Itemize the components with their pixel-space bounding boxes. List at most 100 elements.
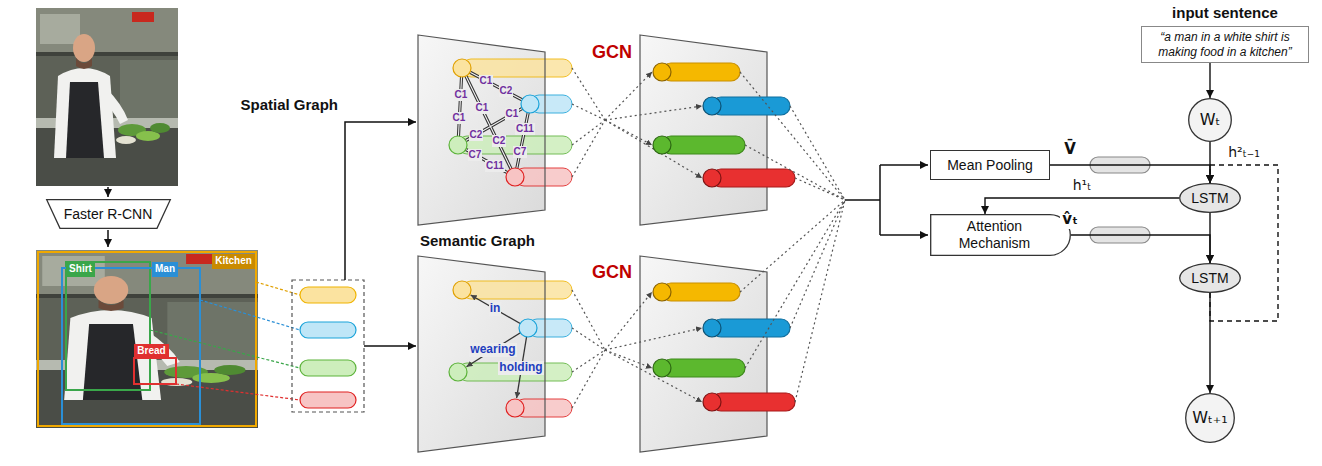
label-anchor: C1 — [452, 112, 467, 124]
graph-vertex — [519, 319, 537, 337]
region-link — [256, 282, 300, 295]
attention-module: Attention Mechanism — [930, 214, 1071, 256]
node-text: Bread — [137, 345, 165, 358]
relation-class: C1 — [505, 108, 520, 120]
relation-class: C7 — [513, 146, 528, 158]
word-circle: Wₜ — [1188, 98, 1232, 142]
region-link — [150, 282, 300, 400]
node-text: Shirt — [69, 263, 92, 276]
relation-class: C2 — [499, 85, 514, 97]
vector-symbol: v̂ₜ — [1060, 211, 1080, 228]
state-symbol: h¹ₜ — [1071, 177, 1094, 193]
refined-feature — [662, 359, 745, 377]
label-anchor: C7 — [513, 146, 528, 158]
flow-arrow — [345, 122, 416, 346]
lstm-cell: LSTM — [1179, 263, 1241, 293]
refined-feature — [712, 319, 790, 337]
merge-flow — [740, 72, 845, 402]
flow-arrow — [107, 230, 109, 247]
module-name: GCN — [590, 262, 634, 283]
object-tag: Shirt — [66, 262, 95, 277]
node-text: Wₜ — [1200, 110, 1221, 129]
label-anchor: C2 — [469, 129, 484, 141]
word-circle: Wₜ₊₁ — [1185, 393, 1235, 443]
semantic-relation — [467, 295, 529, 398]
label-anchor: C1 — [505, 108, 520, 120]
label-anchor: C2 — [499, 85, 514, 97]
node-text: LSTM — [1191, 270, 1228, 287]
flow-arrow — [880, 164, 928, 166]
flow-arrow — [880, 234, 928, 236]
feature-vector — [300, 322, 356, 338]
node-heading: input sentence — [1172, 4, 1278, 24]
relation-class: C11 — [485, 160, 505, 172]
feature-vector — [300, 287, 356, 303]
region-link — [176, 384, 300, 400]
semantic-relation — [471, 295, 528, 328]
refined-feature — [662, 136, 745, 154]
flow-arrow — [845, 165, 880, 235]
gcn-flow — [605, 328, 702, 350]
graph-vertex — [449, 136, 467, 154]
bounding-box — [66, 262, 150, 390]
label-anchor: h¹ₜ — [1071, 177, 1094, 193]
photo-detected — [36, 250, 258, 428]
refined-feature — [703, 393, 721, 411]
sentence-box: input sentence“a man in a white shirt is… — [1141, 26, 1309, 63]
flow-arrow — [845, 165, 928, 235]
refined-feature — [653, 63, 671, 81]
label-anchor: C1 — [475, 102, 490, 114]
context-vector — [1090, 157, 1150, 243]
label-anchor: C11 — [485, 160, 505, 172]
label-anchor: in — [489, 302, 502, 316]
relation-class: C2 — [469, 129, 484, 141]
gcn-flow — [605, 120, 652, 145]
vector-symbol: V̄ — [1062, 141, 1078, 158]
node-text: Kitchen — [215, 255, 252, 268]
refined-feature — [703, 319, 721, 337]
object-tag: Kitchen — [212, 254, 255, 269]
refined-feature — [653, 359, 671, 377]
refined-feature — [653, 283, 671, 301]
label-anchor: GCN — [590, 42, 634, 63]
flow-arrow — [107, 187, 109, 197]
refined-feature — [712, 169, 795, 187]
relation-class: C1 — [454, 89, 469, 101]
flow-arrow — [345, 122, 416, 280]
gcn-flow — [605, 72, 652, 120]
photo-detected — [36, 250, 258, 428]
refined-feature — [703, 169, 721, 187]
region-link — [150, 330, 300, 368]
label-anchor: C7 — [468, 149, 483, 161]
relation-class: C1 — [479, 75, 494, 87]
panel-ground — [640, 35, 767, 225]
panel-ground — [418, 35, 767, 452]
refined-feature — [712, 393, 795, 411]
node-heading: Semantic Graph — [420, 232, 535, 250]
graph-vertex — [506, 399, 524, 417]
connector-arrow — [1209, 213, 1210, 263]
graph-vertex — [449, 363, 467, 381]
gcn-flow — [572, 68, 702, 408]
node-text: Mean Pooling — [947, 157, 1033, 174]
relation-word: wearing — [469, 343, 516, 357]
node-text: LSTM — [1191, 190, 1228, 207]
node-text: Man — [155, 263, 175, 276]
graph-vertex — [453, 281, 471, 299]
region-link — [200, 300, 300, 330]
bounding-box — [38, 252, 256, 426]
gcn-flow — [572, 68, 605, 177]
relation-class: C1 — [475, 102, 490, 114]
flow-arrow — [364, 345, 416, 347]
feature-vector — [300, 360, 356, 376]
refined-feature — [653, 136, 671, 154]
relation-class: C7 — [468, 149, 483, 161]
feature-group — [292, 280, 364, 412]
gcn-flow — [605, 106, 702, 120]
node-text: Faster R-CNN — [64, 206, 153, 223]
graph-vertex — [453, 59, 471, 77]
relation-class: C11 — [515, 123, 535, 135]
photo-input — [36, 8, 178, 186]
